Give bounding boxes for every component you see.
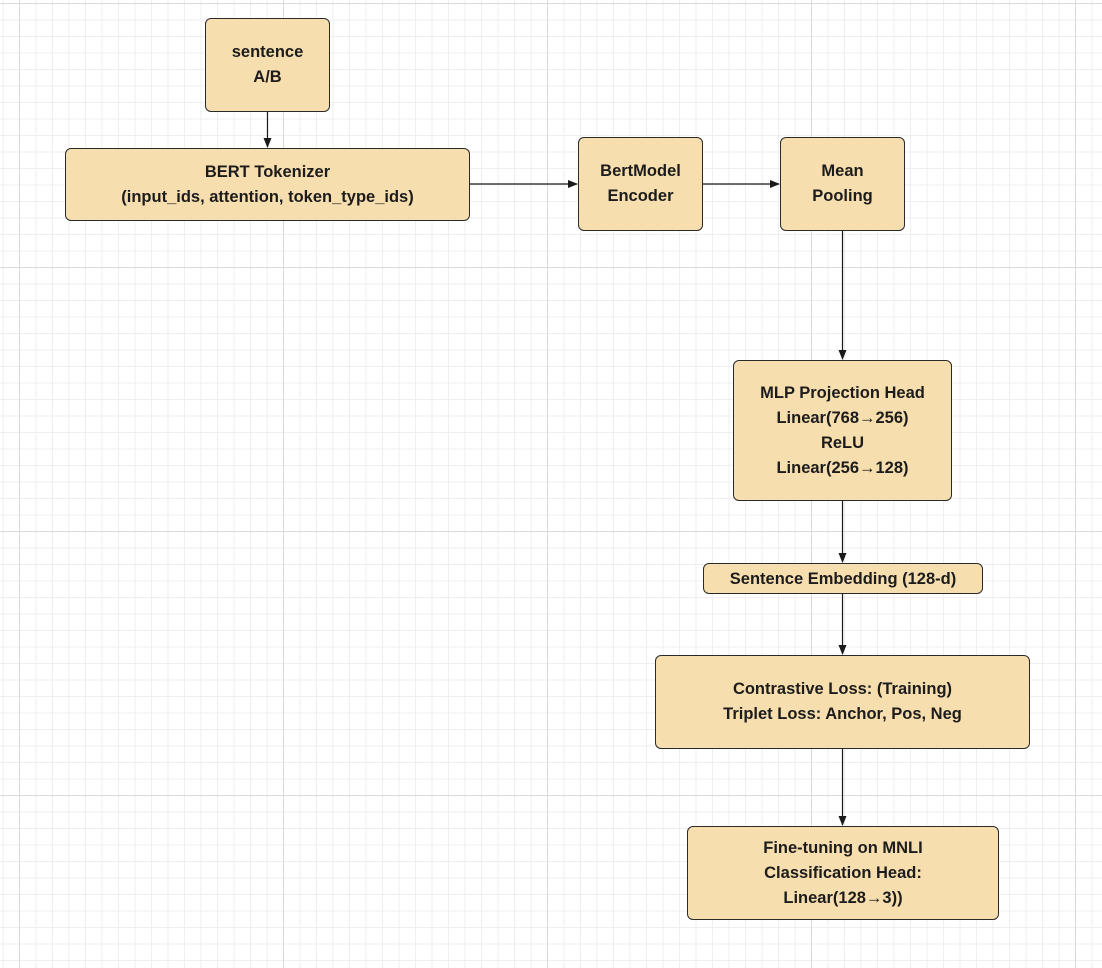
node-contrastive-loss-label: Contrastive Loss: (Training) Triplet Los… (723, 680, 962, 723)
node-sentence-embedding-label: Sentence Embedding (128-d) (729, 569, 957, 588)
node-bert-tokenizer[interactable]: BERT Tokenizer (input_ids, attention, to… (65, 148, 470, 221)
node-contrastive-loss[interactable]: Contrastive Loss: (Training) Triplet Los… (655, 655, 1030, 749)
node-bert-encoder[interactable]: BertModel Encoder (578, 137, 703, 231)
node-bert-encoder-label: BertModel Encoder (600, 162, 681, 205)
node-bert-tokenizer-label: BERT Tokenizer (input_ids, attention, to… (121, 162, 414, 206)
node-fine-tuning-mnli-label: Fine-tuning on MNLI Classification Head:… (763, 838, 923, 907)
node-sentence-embedding[interactable]: Sentence Embedding (128-d) (703, 563, 983, 594)
node-fine-tuning-mnli[interactable]: Fine-tuning on MNLI Classification Head:… (687, 826, 999, 920)
node-sentence-input[interactable]: sentence A/B (205, 18, 330, 112)
node-mlp-projection-head-label: MLP Projection Head Linear(768→256) ReLU… (760, 383, 925, 477)
node-mean-pooling-label: Mean Pooling (812, 162, 873, 205)
node-mean-pooling[interactable]: Mean Pooling (780, 137, 905, 231)
node-sentence-input-label: sentence A/B (231, 43, 304, 86)
node-mlp-projection-head[interactable]: MLP Projection Head Linear(768→256) ReLU… (733, 360, 952, 501)
